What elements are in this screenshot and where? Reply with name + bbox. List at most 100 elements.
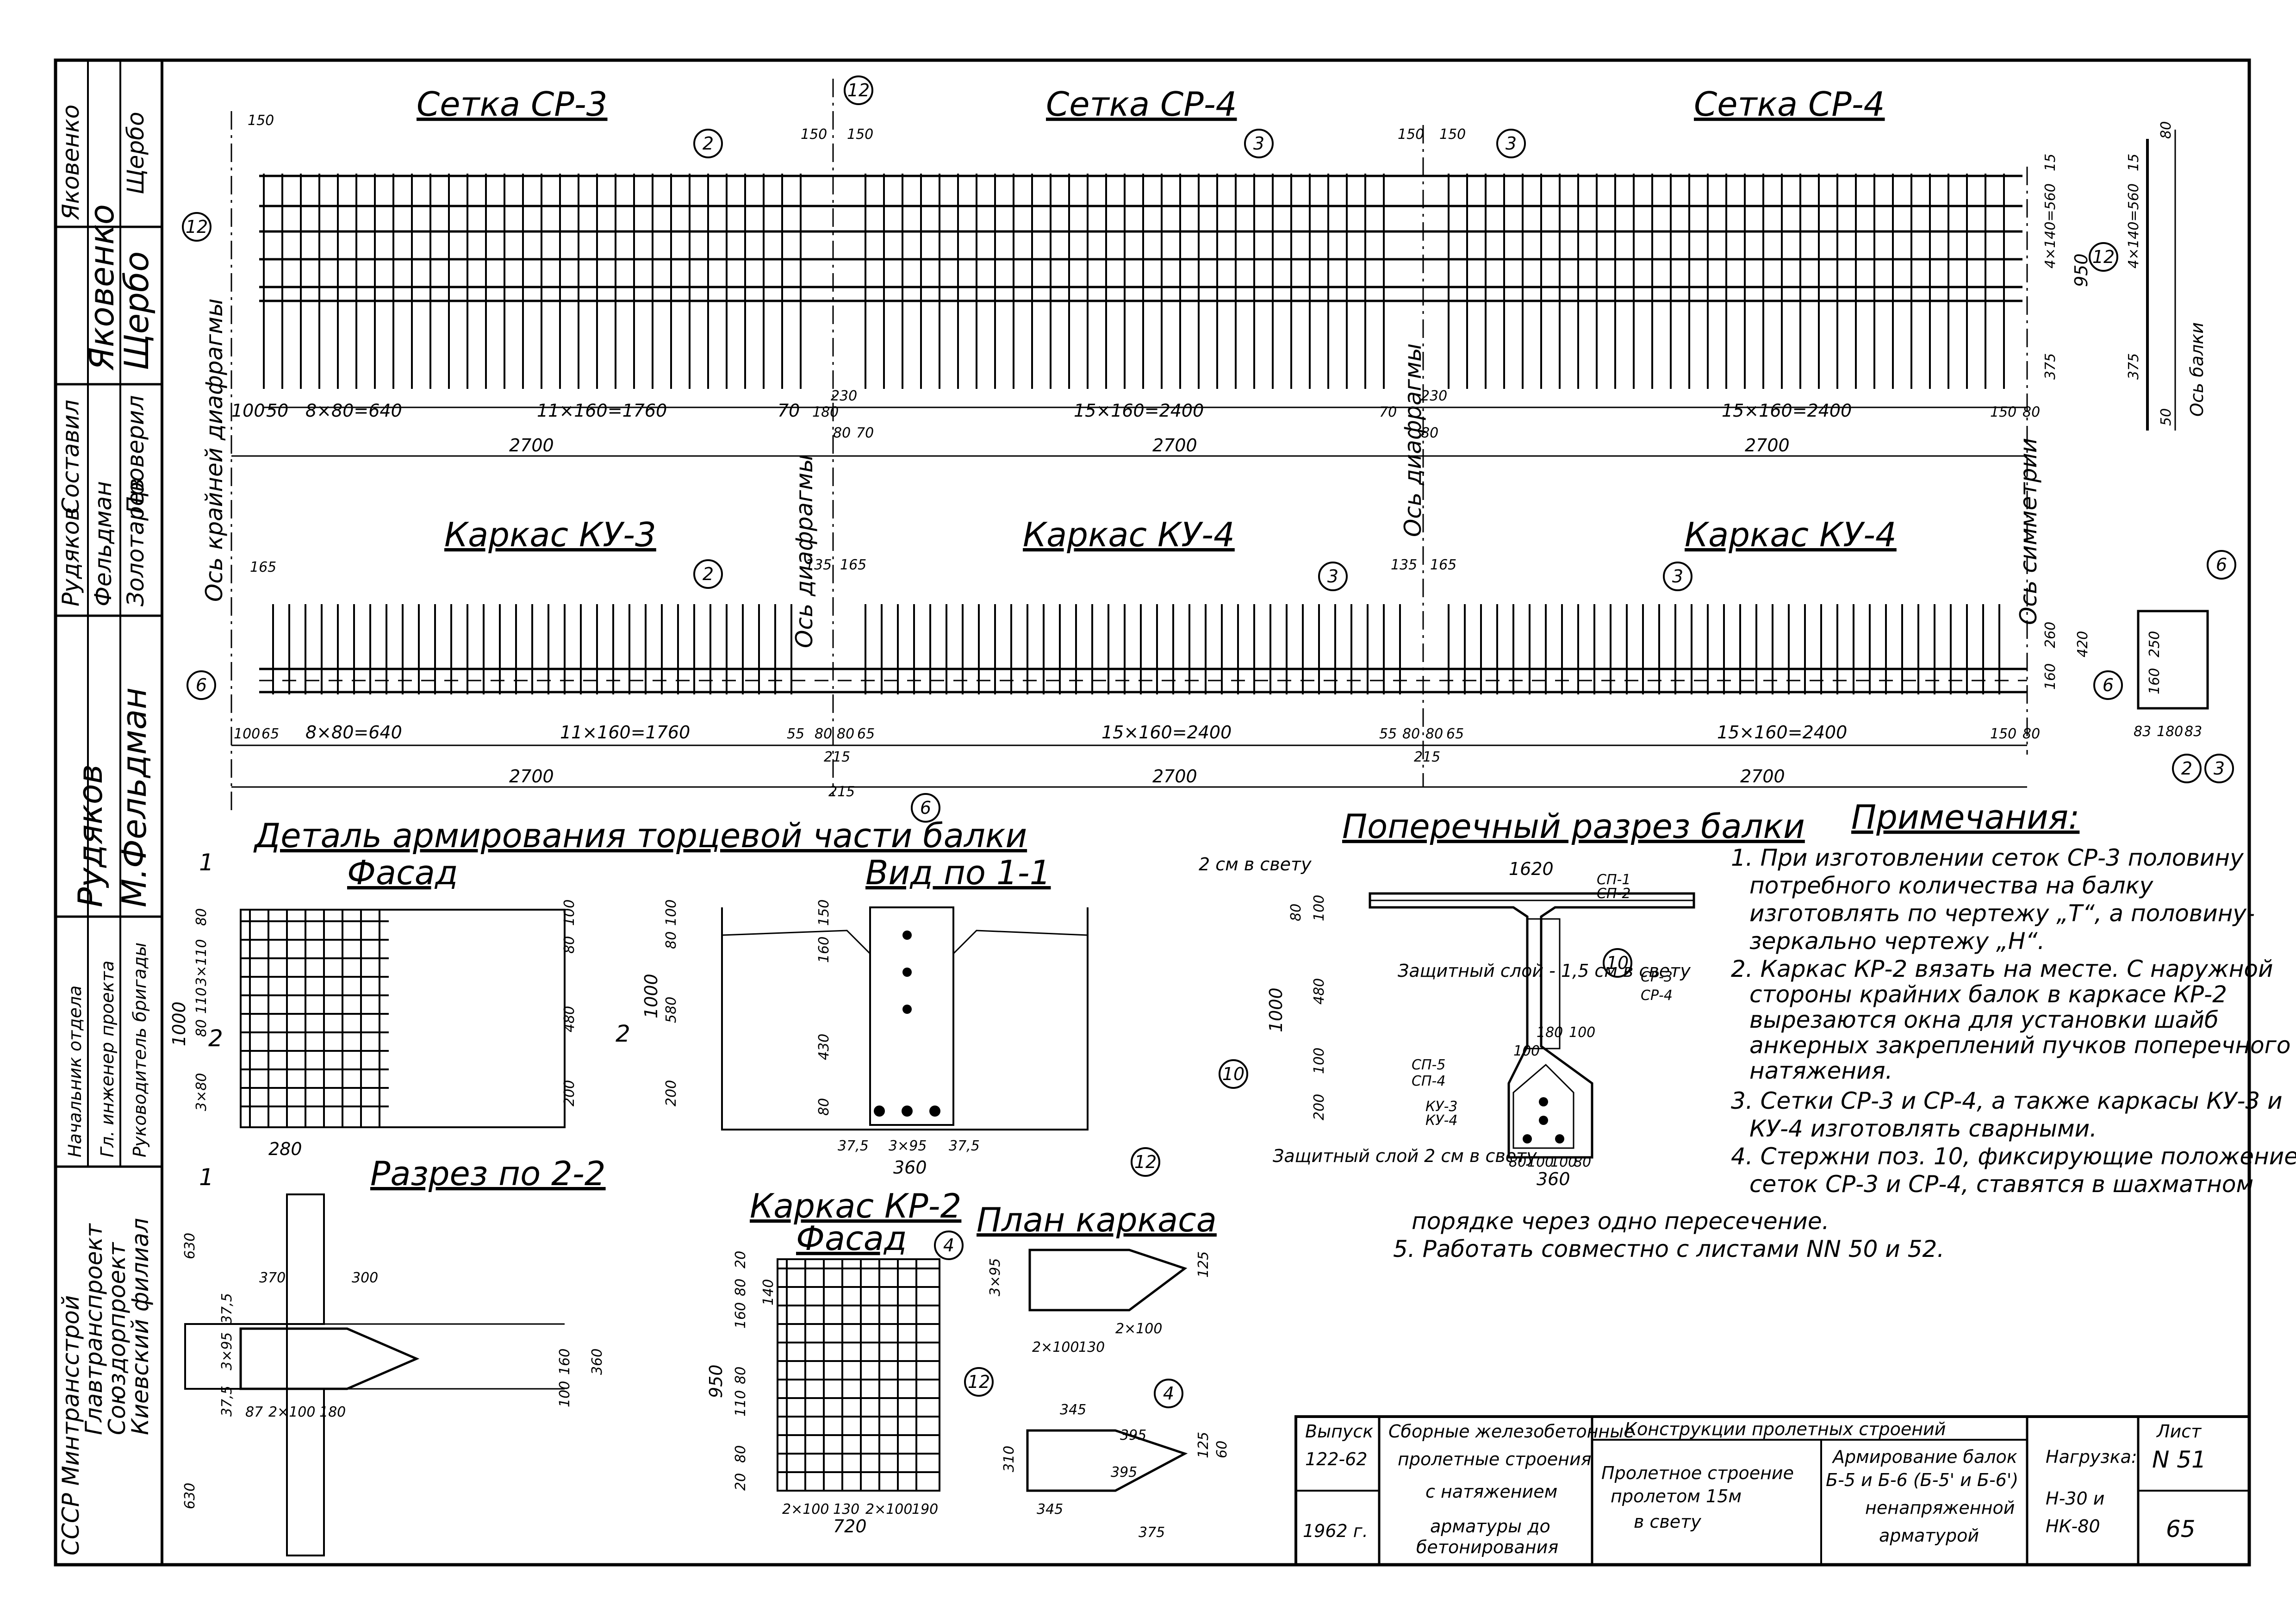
section-mark-1: 1 [199,1164,214,1191]
mesh-dim: 15×160=2400 [1722,400,1852,421]
plan-dim: 2×100 [1032,1339,1079,1355]
side-dim: 50 [2158,408,2174,426]
title-block: Выпуск 122-62 1962 г. Сборные железобето… [1294,1415,2251,1566]
frame-dim: 65 [857,726,875,742]
tb-structure: пролетом 15м [1611,1486,1742,1506]
svg-text:2: 2 [703,133,714,154]
frame-top-dim: 135 [805,557,832,573]
detail-section-title: Разрез по 2-2 [370,1154,606,1193]
plan-dim: 395 [1120,1427,1146,1443]
detail-title: Деталь армирования торцевой части балки [253,816,1027,855]
frame-dim: 15×160=2400 [1101,722,1232,743]
marker-circle: 6 [911,793,940,823]
cross-dim: 100 [1569,1024,1595,1041]
kr2-dim: 110 [733,1390,749,1417]
note-line: стороны крайних балок в каркасе КР-2 [1749,981,2227,1008]
svg-text:12: 12 [1134,1152,1157,1172]
view-dim: 100 [663,899,679,926]
note-line: 5. Работать совместно с листами NN 50 и … [1393,1236,1944,1262]
facade-dim: 80 [561,936,578,954]
note-line: натяжения. [1749,1057,1893,1084]
axis-label-diaphragm-2: Ось диафрагмы [1400,343,1426,537]
kr2-dim: 80 [733,1279,749,1296]
mesh-overall: 2700 [1745,435,1790,456]
cross-label: КУ-4 [1425,1112,1458,1129]
side-dim: 180 [2157,724,2183,740]
view-dim: 150 [816,899,832,926]
cross-label: СР-4 [1641,987,1673,1004]
note-line: 2. Каркас КР-2 вязать на месте. С наружн… [1731,956,2273,982]
sidebar-role-head: Начальник отдела [65,986,85,1157]
side-dim: 160 [2147,668,2163,694]
facade-dim: 280 [268,1139,302,1159]
plan-dim: 60 [1214,1441,1230,1458]
section-dim: 100 [557,1381,573,1407]
note-line: анкерных закреплений пучков поперечного [1749,1032,2290,1059]
cross-dim: 360 [1537,1169,1570,1189]
kr2-dim: 160 [733,1302,749,1329]
note-line: 4. Стержни поз. 10, фиксирующие положени… [1731,1143,2296,1170]
view-dim: 37,5 [838,1138,869,1154]
marker-circle: 4 [934,1230,964,1260]
frame-dim: 15×160=2400 [1717,722,1847,743]
mesh-right-dim: 15 [2042,154,2059,171]
facade-dim: 100 [561,899,578,926]
view-dim: 37,5 [949,1138,980,1154]
mesh-dim: 50 [266,400,288,421]
sidebar-name-zolotarev: Золотарев [122,478,149,606]
mesh-dim: 80 [2022,404,2040,420]
marker-circle: 12 [964,1367,994,1397]
svg-text:6: 6 [920,798,931,818]
sidebar-signature-shcherbo: Щербо [117,251,156,370]
section-dim: 3×95 [219,1332,235,1370]
view-dim: 80 [663,931,679,949]
facade-dim: 3×80 [193,1073,210,1111]
plan-dim: 310 [1001,1446,1017,1472]
section-dim: 180 [319,1404,346,1420]
svg-text:3: 3 [1253,133,1264,154]
frame-dim: 80 [1425,726,1443,742]
cross-label: СП-1 [1597,872,1630,888]
axis-label-beam: Ось балки [2187,322,2207,417]
tb-structure: Пролетное строение [1601,1463,1794,1483]
side-dim: 375 [2126,353,2142,380]
side-dim: 83 [2134,724,2151,740]
plan-dim: 2×100 [1115,1321,1162,1337]
tb-series: Сборные железобетонные [1388,1421,1635,1442]
note-line: сеток СР-3 и СР-4, ставятся в шахматном [1749,1171,2253,1198]
mesh-overall: 2700 [509,435,554,456]
cross-dim: 180 [1537,1024,1563,1041]
facade-dim: 80 [193,908,210,926]
section-2-2-drawing: 630 370 300 37,5 3×95 37,5 87 2×100 180 … [182,1193,605,1556]
axis-label-symmetry: Ось симметрии [2015,438,2042,625]
kr2-dim: 80 [733,1445,749,1463]
note-line: КУ-4 изготовлять сварными. [1749,1115,2097,1142]
svg-text:10: 10 [1606,953,1629,973]
frame-dim: 100 [234,726,260,742]
facade-dim: 80 [193,1019,210,1037]
mesh-right-dim: 4×140=560 [2042,183,2059,269]
sidebar-name-yakovenko: Яковенко [57,105,84,220]
org-glavtransproekt: Главтранспроект [81,1223,107,1435]
note-line: изготовлять по чертежу „Т“, а половину- [1749,900,2255,927]
section-dim: 37,5 [219,1386,235,1417]
section-dim: 300 [352,1270,378,1286]
mesh-top-dim: 150 [847,126,873,143]
svg-text:3: 3 [1506,133,1517,154]
sidebar-role-chief-engineer: Гл. инженер проекта [97,961,118,1157]
frame-title-2: Каркас КУ-4 [1023,515,1235,554]
tb-load-label: Нагрузка: [2046,1447,2137,1467]
tb-series: пролетные строения [1398,1449,1592,1469]
kr2-dim: 950 [706,1364,726,1398]
view-dim: 1000 [641,974,661,1018]
view-dim: 3×95 [889,1138,927,1154]
side-dim: 83 [2184,724,2202,740]
marker-circle: 3 [1318,562,1348,591]
view-dim: 580 [663,997,679,1023]
mesh-dim: 100 [231,400,265,421]
mesh-dim: 150 [1990,404,2016,420]
plan-title: План каркаса [977,1200,1217,1239]
side-mesh-detail: 80 15 4×140=560 375 50 Ось балки 250 160… [2126,121,2209,740]
svg-text:12: 12 [2092,247,2115,267]
sidebar-signature-feldman: М.Фельдман [115,687,154,907]
